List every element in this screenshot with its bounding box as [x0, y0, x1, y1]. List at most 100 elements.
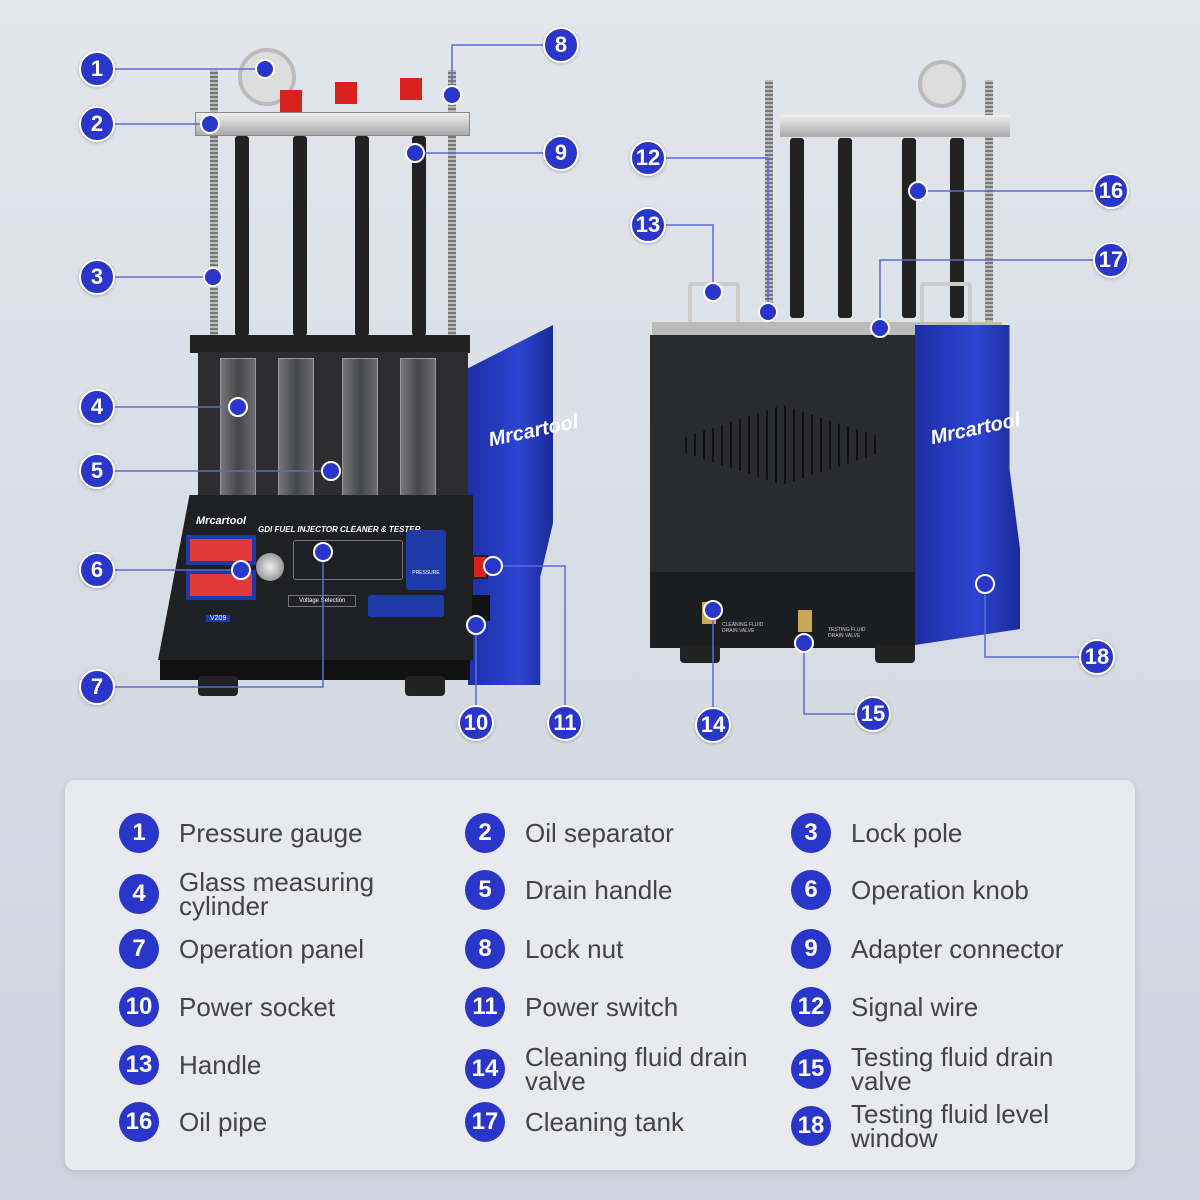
callout-dot — [703, 600, 723, 620]
operation-knob[interactable] — [256, 553, 284, 581]
legend-label: Oil pipe — [179, 1107, 268, 1137]
legend-label: Operation knob — [851, 875, 1029, 905]
legend-label: Testing fluid level window — [851, 1099, 1049, 1153]
legend-item: 7 Operation panel — [119, 929, 419, 969]
legend-number: 10 — [119, 987, 159, 1027]
callout-dot — [313, 542, 333, 562]
callout-dot — [758, 302, 778, 322]
legend-number: 17 — [465, 1102, 505, 1142]
pressure-gauge-panel: PRESSURE — [406, 530, 446, 590]
legend-item: 10 Power socket — [119, 987, 419, 1027]
legend-number: 16 — [119, 1102, 159, 1142]
legend-panel — [65, 780, 1135, 1170]
legend-label: Signal wire — [851, 992, 979, 1022]
operation-panel: Mrcartool GDI FUEL INJECTOR CLEANER & TE… — [158, 495, 473, 660]
callout-dot — [466, 615, 486, 635]
legend-number: 3 — [791, 813, 831, 853]
callout-number: 9 — [543, 135, 579, 171]
legend-item: 16 Oil pipe — [119, 1102, 419, 1142]
legend-number: 13 — [119, 1045, 159, 1085]
callout-dot — [203, 267, 223, 287]
callout-dot — [975, 574, 995, 594]
legend-item: 2 Oil separator — [465, 813, 765, 853]
legend-item: 15 Testing fluid drain valve — [791, 1042, 1091, 1096]
oil-separator-bar — [195, 112, 470, 136]
legend-item: 1 Pressure gauge — [119, 813, 419, 853]
legend-item: 18 Testing fluid level window — [791, 1099, 1091, 1153]
callout-number: 6 — [79, 552, 115, 588]
mode-list — [293, 540, 403, 580]
legend-label: Handle — [179, 1050, 262, 1080]
legend-number: 5 — [465, 870, 505, 910]
callout-number: 7 — [79, 669, 115, 705]
callout-number: 5 — [79, 453, 115, 489]
legend-label: Power socket — [179, 992, 336, 1022]
callout-dot — [321, 461, 341, 481]
legend-item: 8 Lock nut — [465, 929, 765, 969]
legend-number: 4 — [119, 874, 159, 914]
legend-label: Cleaning tank — [525, 1107, 684, 1137]
legend-item: 3 Lock pole — [791, 813, 1091, 853]
legend-number: 12 — [791, 987, 831, 1027]
control-buttons[interactable] — [368, 595, 444, 617]
lock-pole-right — [448, 70, 456, 370]
callout-number: 15 — [855, 696, 891, 732]
callout-dot — [405, 143, 425, 163]
legend-label: Power switch — [525, 992, 679, 1022]
callout-number: 11 — [547, 705, 583, 741]
callout-number: 14 — [695, 707, 731, 743]
lock-pole-left — [210, 70, 218, 370]
legend-item: 13 Handle — [119, 1045, 419, 1085]
callout-dot — [228, 397, 248, 417]
callout-number: 17 — [1093, 242, 1129, 278]
callout-dot — [908, 181, 928, 201]
callout-number: 8 — [543, 27, 579, 63]
legend-number: 6 — [791, 870, 831, 910]
legend-number: 11 — [465, 987, 505, 1027]
legend-item: 4 Glass measuring cylinder — [119, 867, 419, 921]
legend-number: 15 — [791, 1049, 831, 1089]
legend-item: 17 Cleaning tank — [465, 1102, 765, 1142]
drain-valve-section: CLEANING FLUID DRAIN VALVE TESTING FLUID… — [650, 572, 915, 648]
legend-label: Lock nut — [525, 934, 624, 964]
callout-dot — [442, 85, 462, 105]
callout-dot — [794, 633, 814, 653]
front-view-machine: Mrcartool Mrcartool GDI FUEL INJECTOR CL… — [150, 40, 580, 700]
legend-number: 8 — [465, 929, 505, 969]
callout-dot — [703, 282, 723, 302]
legend-number: 1 — [119, 813, 159, 853]
legend-number: 2 — [465, 813, 505, 853]
legend-number: 7 — [119, 929, 159, 969]
callout-number: 12 — [630, 140, 666, 176]
legend-label: Pressure gauge — [179, 818, 363, 848]
callout-number: 18 — [1079, 639, 1115, 675]
callout-number: 16 — [1093, 173, 1129, 209]
testing-fluid-drain-valve[interactable] — [798, 610, 812, 632]
callout-dot — [483, 556, 503, 576]
callout-number: 10 — [458, 705, 494, 741]
legend-item: 9 Adapter connector — [791, 929, 1091, 969]
legend-number: 14 — [465, 1049, 505, 1089]
legend-label: Adapter connector — [851, 934, 1064, 964]
callout-number: 13 — [630, 207, 666, 243]
legend-label: Operation panel — [179, 934, 365, 964]
legend-item: 12 Signal wire — [791, 987, 1091, 1027]
legend-number: 18 — [791, 1106, 831, 1146]
glass-measuring-cylinder — [220, 358, 256, 498]
legend-label: Glass measuring cylinder — [179, 867, 375, 921]
legend-item: 6 Operation knob — [791, 870, 1091, 910]
callout-number: 3 — [79, 259, 115, 295]
legend-label: Oil separator — [525, 818, 674, 848]
callout-dot — [231, 560, 251, 580]
legend-label: Lock pole — [851, 818, 963, 848]
legend-item: 11 Power switch — [465, 987, 765, 1027]
legend-label: Drain handle — [525, 875, 673, 905]
side-panel-rear — [915, 325, 1020, 645]
model-badge: V209 — [206, 615, 231, 622]
power-socket — [472, 595, 490, 621]
callout-dot — [255, 59, 275, 79]
legend-number: 9 — [791, 929, 831, 969]
callout-number: 1 — [79, 51, 115, 87]
legend-label: Testing fluid drain valve — [851, 1042, 1054, 1096]
